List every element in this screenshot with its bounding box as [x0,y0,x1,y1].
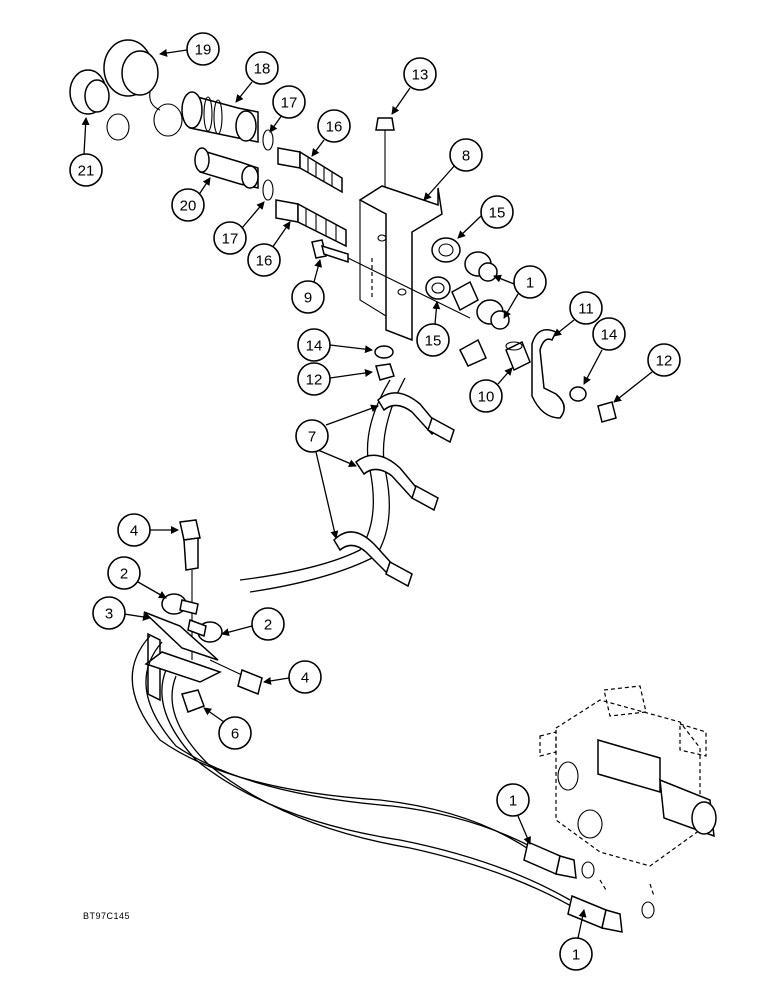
svg-text:20: 20 [180,198,197,215]
svg-text:12: 12 [656,353,673,370]
callout-1-top: 1 [493,265,547,319]
svg-text:13: 13 [412,67,429,84]
fitting-lower [459,299,510,367]
svg-text:12: 12 [306,372,323,389]
svg-text:17: 17 [281,95,298,112]
cable-tie-3 [333,531,413,588]
fitting-upper [451,251,498,312]
svg-text:4: 4 [301,670,309,687]
cable-tie-2 [354,454,439,512]
callout-18: 18 [235,51,279,103]
callout-15-top: 15 [457,195,514,239]
callout-4-right: 4 [263,660,322,694]
spacer [505,340,531,372]
hose-clamp [531,329,565,419]
clip-upper [161,593,199,615]
callout-15-bottom: 15 [416,301,450,357]
svg-text:19: 19 [195,42,212,59]
callout-16-top: 16 [311,109,351,157]
svg-text:1: 1 [572,947,580,964]
svg-text:14: 14 [601,327,618,344]
callout-1-mid: 1 [496,783,531,845]
nut-left [375,363,395,381]
callout-14-left: 14 [297,328,373,362]
svg-text:4: 4 [130,523,138,540]
callout-10: 10 [469,367,513,413]
hose-bundle-upper [239,377,406,593]
svg-text:15: 15 [489,205,506,222]
cap-screw-right [209,659,263,696]
bolt [311,239,471,319]
callout-7: 7 [295,404,379,539]
svg-text:9: 9 [304,290,312,307]
callout-3: 3 [92,596,151,630]
nut-right [597,401,617,423]
callout-1-bottom: 1 [559,909,593,971]
callout-2-lower: 2 [221,607,285,641]
callout-9: 9 [291,259,325,314]
callout-6: 6 [203,707,252,750]
callout-12-left: 12 [297,362,373,396]
coupler-body [181,91,259,143]
svg-text:14: 14 [306,338,323,355]
svg-text:1: 1 [526,275,534,292]
svg-text:16: 16 [256,253,273,270]
svg-text:8: 8 [462,148,470,165]
svg-text:18: 18 [254,61,271,78]
dust-cap-small [69,69,130,141]
callout-12-right: 12 [613,343,681,403]
callout-4-left: 4 [117,513,179,547]
hose-lower [131,635,579,911]
callout-2-upper: 2 [107,556,167,599]
callout-19: 19 [159,32,220,66]
svg-text:6: 6 [231,726,239,743]
washer-right [569,386,587,402]
hose-end-upper [523,840,595,879]
callout-13: 13 [391,57,437,115]
cable-tie-1 [377,392,455,444]
nut-bottom [181,689,205,713]
adapter-upper [277,147,343,194]
svg-text:16: 16 [326,119,343,136]
svg-text:11: 11 [578,301,594,318]
svg-text:2: 2 [264,617,272,634]
callout-20: 20 [171,177,211,222]
adapter-lower [275,199,347,248]
callout-17-top: 17 [269,85,306,133]
coupler-tip [194,147,259,189]
callout-11: 11 [553,291,603,337]
o-ring-lower [262,179,274,201]
svg-text:1: 1 [509,793,517,810]
svg-text:2: 2 [120,566,128,583]
callout-8: 8 [423,138,483,201]
mounting-bracket [358,185,443,342]
callout-14-right: 14 [583,317,626,385]
callout-16-bottom: 16 [247,221,291,277]
figure-code: BT97C145 [83,911,131,921]
svg-text:3: 3 [105,606,113,623]
svg-text:7: 7 [308,429,316,446]
dust-cap-large [103,39,183,137]
washer-left [374,345,394,359]
control-valve [539,685,717,897]
svg-text:21: 21 [78,163,95,180]
callout-17-bottom: 17 [213,201,265,255]
hose-end-lower [567,894,655,933]
o-ring-upper [262,129,274,151]
svg-text:17: 17 [222,231,239,248]
callout-21: 21 [69,117,103,187]
nut-upper [431,237,461,263]
nut-lower [425,276,451,300]
clip-lower [187,618,223,643]
svg-text:15: 15 [425,333,442,350]
svg-text:10: 10 [478,389,495,406]
mounting-plate [143,611,222,702]
